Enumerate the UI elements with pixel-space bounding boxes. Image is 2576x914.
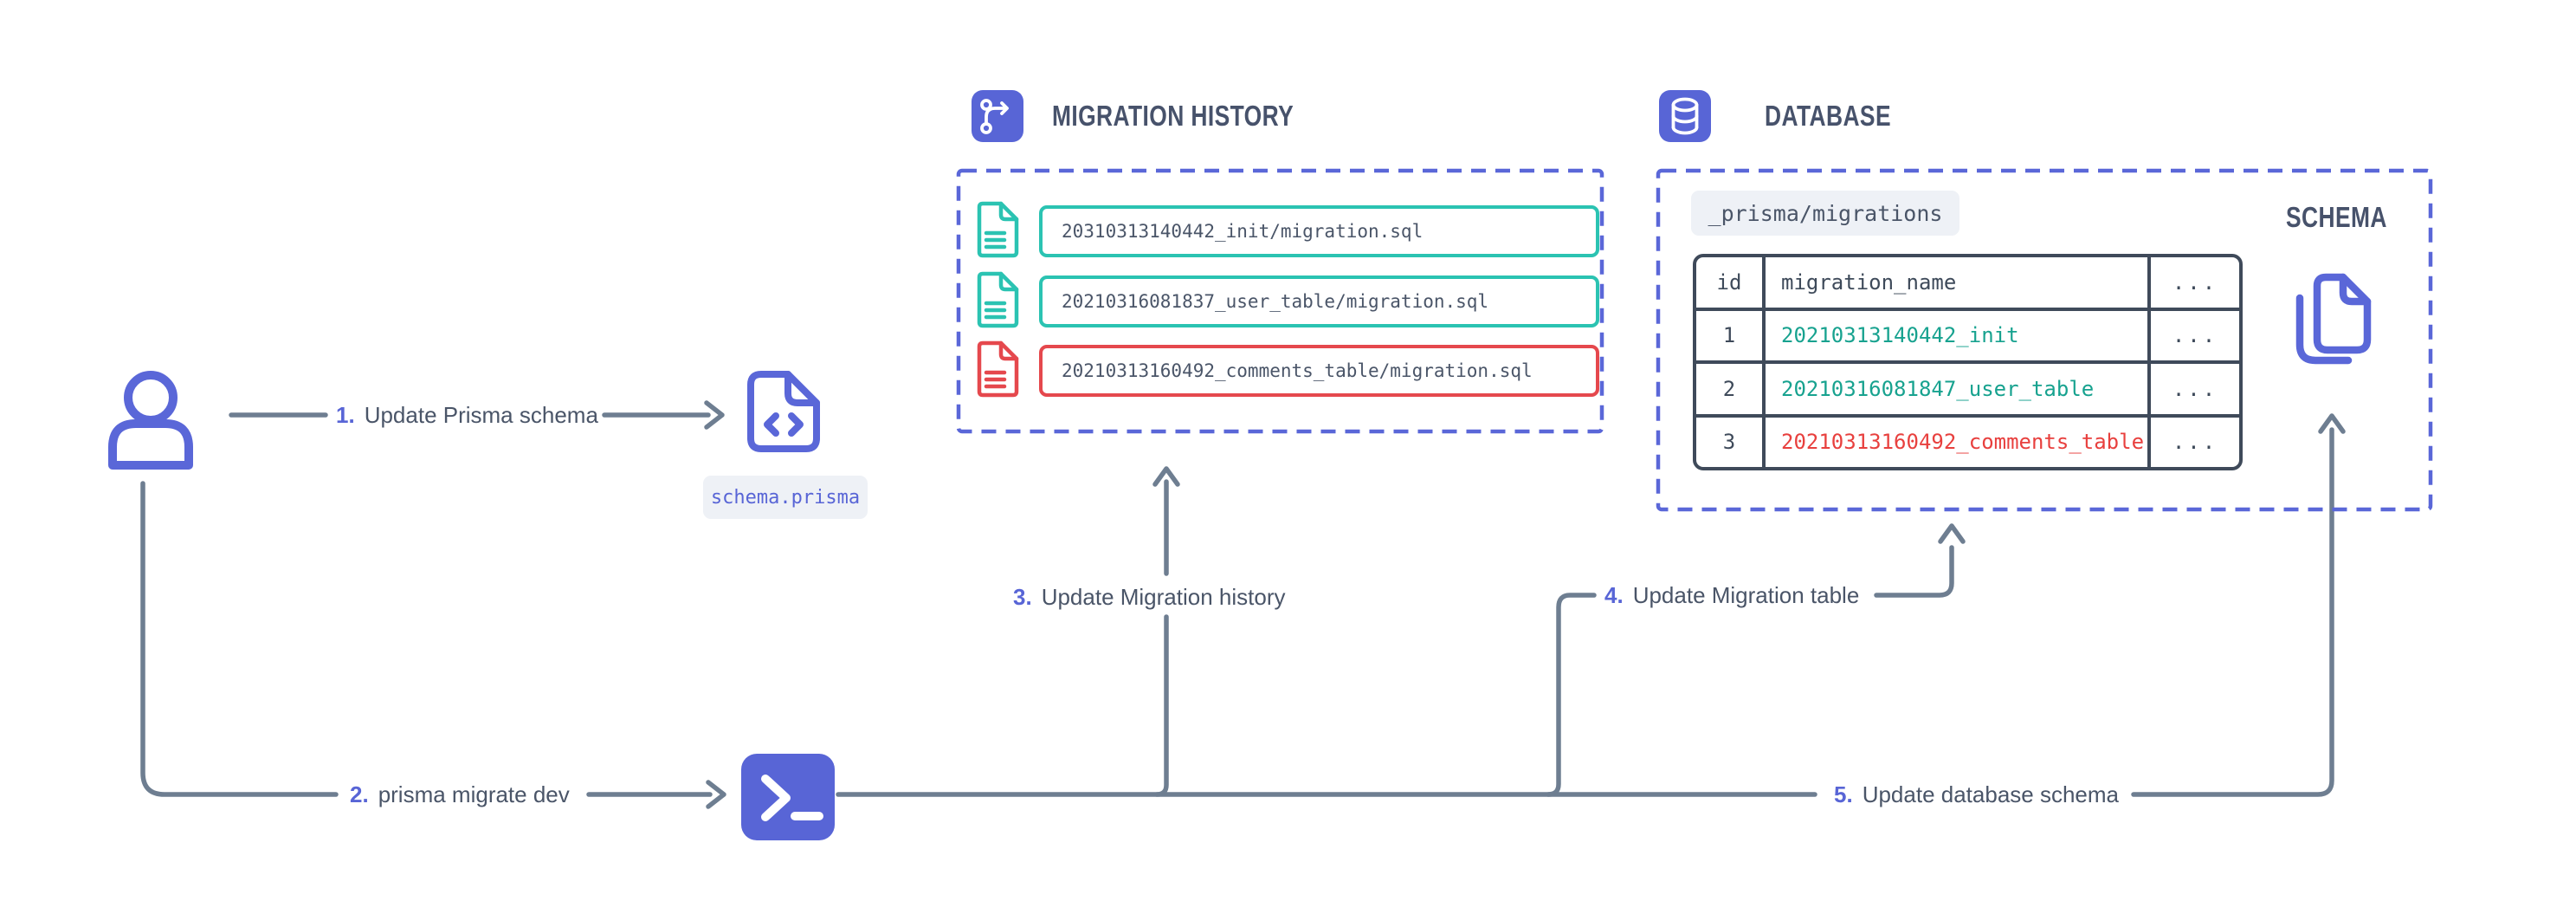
migration-history-dashed-box — [956, 168, 1604, 434]
migration-file-icon-2 — [977, 271, 1019, 328]
row-1-more: ... — [2147, 310, 2239, 360]
row-2-name: 20210316081847_user_table — [1762, 364, 2147, 414]
migration-file-icon-3 — [977, 340, 1019, 398]
migration-file-row-3: 20210313160492_comments_table/migration.… — [1039, 345, 1599, 397]
step-1-number: 1. — [336, 402, 355, 428]
row-2-more: ... — [2147, 364, 2239, 414]
table-row: 2 20210316081847_user_table ... — [1696, 360, 2239, 414]
step-5-text: Update database schema — [1862, 781, 2119, 807]
row-1-id: 1 — [1722, 323, 1736, 348]
arrowhead-4 — [1938, 523, 1966, 544]
database-title: DATABASE — [1765, 100, 1891, 132]
row-3-id: 3 — [1722, 430, 1736, 455]
step-2-label: 2. prisma migrate dev — [350, 780, 570, 809]
step-3-label: 3. Update Migration history — [1013, 582, 1286, 612]
migration-file-row-1: 20310313140442_init/migration.sql — [1039, 205, 1599, 257]
database-icon — [1659, 90, 1711, 142]
arrowhead-3 — [1152, 466, 1180, 487]
step-4-number: 4. — [1604, 582, 1624, 608]
arrowhead-2 — [706, 780, 726, 809]
row-3-more: ... — [2147, 417, 2239, 467]
step-1-label: 1. Update Prisma schema — [336, 400, 598, 430]
terminal-icon — [741, 754, 835, 840]
schema-prisma-badge: schema.prisma — [703, 476, 868, 519]
header-migration-name: migration_name — [1762, 257, 2147, 308]
row-2-id: 2 — [1722, 376, 1736, 401]
schema-label: SCHEMA — [2286, 201, 2387, 233]
migration-history-title: MIGRATION HISTORY — [1052, 100, 1294, 132]
row-1-name: 20210313140442_init — [1762, 310, 2147, 360]
header-id: id — [1716, 269, 1742, 295]
prisma-migrations-badge: _prisma/migrations — [1691, 191, 1959, 236]
migration-file-icon-1 — [977, 201, 1019, 258]
branch-5-line — [2131, 427, 2334, 797]
step-4-label: 4. Update Migration table — [1604, 580, 1859, 610]
flow-lines — [140, 400, 2346, 809]
migration-file-row-2: 20210316081837_user_table/migration.sql — [1039, 275, 1599, 327]
migrations-table: id migration_name ... 1 20210313140442_i… — [1693, 254, 2243, 470]
step-3-number: 3. — [1013, 584, 1032, 610]
table-header-row: id migration_name ... — [1696, 257, 2239, 308]
step-5-number: 5. — [1834, 781, 1853, 807]
schema-documents-icon — [2295, 273, 2372, 365]
step-1-text: Update Prisma schema — [364, 402, 598, 428]
header-more: ... — [2147, 257, 2239, 308]
step-2-text: prisma migrate dev — [378, 781, 570, 807]
branch-4-upper — [1874, 545, 1954, 598]
step-2-number: 2. — [350, 781, 369, 807]
step-4-text: Update Migration table — [1632, 582, 1860, 608]
git-history-icon — [972, 90, 1023, 142]
branch-3-lower — [1154, 614, 1169, 797]
step-3-text: Update Migration history — [1041, 584, 1286, 610]
user-icon — [108, 371, 193, 470]
schema-file-icon — [747, 371, 820, 452]
step-5-label: 5. Update database schema — [1834, 780, 2119, 809]
arrow-2-line — [140, 481, 339, 797]
row-3-name: 20210313160492_comments_table — [1762, 417, 2147, 467]
arrowhead-5 — [2318, 413, 2346, 434]
branch-4-lower — [1546, 593, 1597, 797]
arrowhead-1 — [704, 400, 725, 430]
table-row: 3 20210313160492_comments_table ... — [1696, 413, 2239, 467]
table-row: 1 20210313140442_init ... — [1696, 307, 2239, 360]
database-dashed-box — [1656, 168, 2433, 512]
